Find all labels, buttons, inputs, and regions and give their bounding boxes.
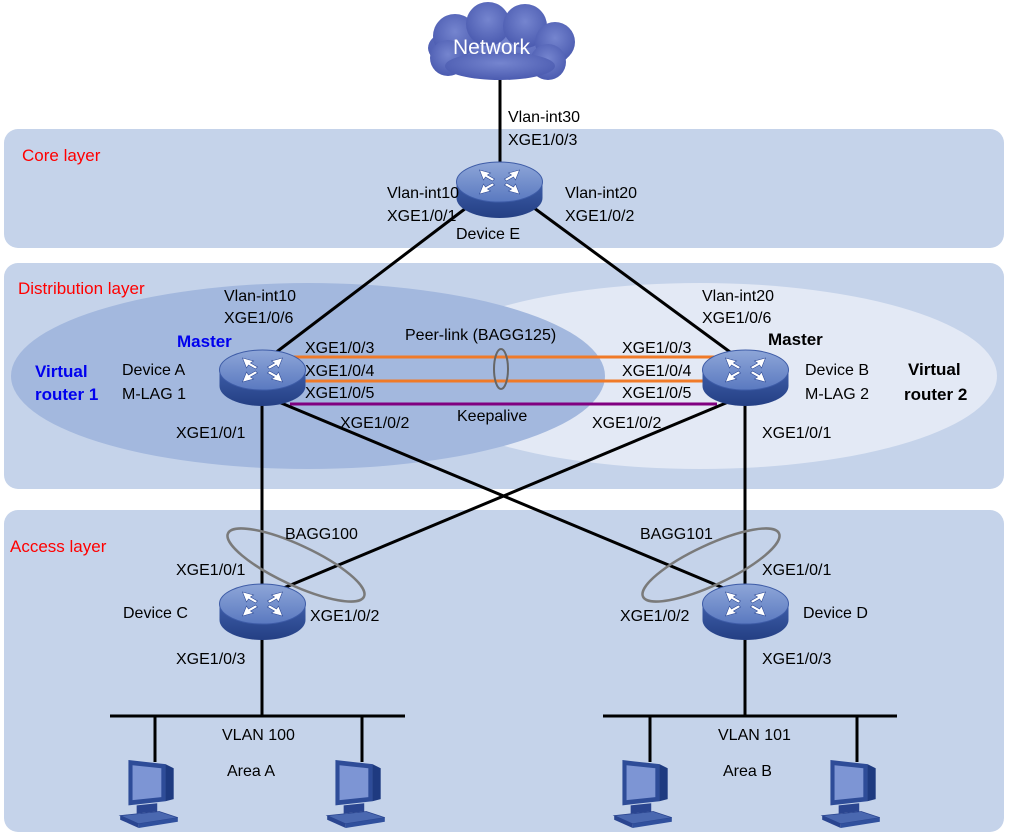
peer-link-label: Peer-link (BAGG125) <box>405 327 557 344</box>
virtual-router-1-line1: Virtual <box>35 362 88 381</box>
peer-link-aggregation-ring <box>493 348 509 390</box>
device-b-port-4: XGE1/0/4 <box>622 363 692 380</box>
device-e-uplink-vlan: Vlan-int30 <box>508 109 581 126</box>
keepalive-label: Keepalive <box>457 408 528 425</box>
area-a-label: Area A <box>227 763 276 780</box>
virtual-router-1-ellipse <box>11 283 605 469</box>
device-e-icon <box>455 161 544 219</box>
network-cloud-icon <box>428 2 575 80</box>
device-a-icon <box>218 349 307 407</box>
core-layer-title: Core layer <box>22 146 101 165</box>
virtual-router-1-line2: router 1 <box>35 385 99 404</box>
device-d-port-1: XGE1/0/1 <box>762 562 832 579</box>
device-e-name: Device E <box>456 226 521 243</box>
pc-3-icon <box>613 759 673 829</box>
device-a-port-1: XGE1/0/1 <box>176 425 246 442</box>
device-a-up-port: XGE1/0/6 <box>224 310 294 327</box>
link-b-c <box>261 393 746 599</box>
vlan-101-label: VLAN 101 <box>718 727 791 744</box>
cloud-label: Network <box>453 36 531 59</box>
device-b-role: Master <box>768 330 823 349</box>
device-b-name: Device B <box>805 362 870 379</box>
pc-2-icon <box>326 759 386 829</box>
device-a-port-4: XGE1/0/4 <box>305 363 375 380</box>
distribution-layer-title: Distribution layer <box>18 279 145 298</box>
device-c-icon <box>218 583 307 641</box>
device-a-role: Master <box>177 332 232 351</box>
device-d-icon <box>701 583 790 641</box>
area-b-label: Area B <box>723 763 772 780</box>
device-d-port-2: XGE1/0/2 <box>620 608 690 625</box>
pc-1-icon <box>119 759 179 829</box>
device-e-left-port: XGE1/0/1 <box>387 208 457 225</box>
device-b-mlag: M-LAG 2 <box>805 386 870 403</box>
device-e-left-vlan: Vlan-int10 <box>387 185 460 202</box>
device-d-name: Device D <box>803 605 868 622</box>
device-a-up-vlan: Vlan-int10 <box>224 288 297 305</box>
device-a-port-2: XGE1/0/2 <box>340 415 410 432</box>
device-b-up-port: XGE1/0/6 <box>702 310 772 327</box>
pc-4-icon <box>821 759 881 829</box>
device-c-port-1: XGE1/0/1 <box>176 562 246 579</box>
device-d-port-3: XGE1/0/3 <box>762 651 832 668</box>
device-b-port-1: XGE1/0/1 <box>762 425 832 442</box>
device-e-right-port: XGE1/0/2 <box>565 208 635 225</box>
bagg100-ring <box>226 527 366 603</box>
virtual-router-2-line1: Virtual <box>908 360 961 379</box>
link-e-a <box>261 203 471 365</box>
device-d-bagg: BAGG101 <box>640 526 713 543</box>
device-a-mlag: M-LAG 1 <box>122 386 187 403</box>
device-c-bagg: BAGG100 <box>285 526 358 543</box>
device-c-name: Device C <box>123 605 188 622</box>
link-e-b <box>529 203 746 365</box>
device-c-port-2: XGE1/0/2 <box>310 608 380 625</box>
access-layer-title: Access layer <box>10 537 107 556</box>
bagg101-ring <box>641 527 781 603</box>
device-b-icon <box>701 349 790 407</box>
device-a-port-3: XGE1/0/3 <box>305 340 375 357</box>
device-b-up-vlan: Vlan-int20 <box>702 288 775 305</box>
device-e-uplink-port: XGE1/0/3 <box>508 132 578 149</box>
device-b-port-5: XGE1/0/5 <box>622 385 692 402</box>
device-c-port-3: XGE1/0/3 <box>176 651 246 668</box>
device-a-port-5: XGE1/0/5 <box>305 385 375 402</box>
device-a-name: Device A <box>122 362 186 379</box>
device-b-port-2: XGE1/0/2 <box>592 415 662 432</box>
vlan-100-label: VLAN 100 <box>222 727 295 744</box>
virtual-router-2-line2: router 2 <box>904 385 968 404</box>
device-b-port-3: XGE1/0/3 <box>622 340 692 357</box>
device-e-right-vlan: Vlan-int20 <box>565 185 638 202</box>
